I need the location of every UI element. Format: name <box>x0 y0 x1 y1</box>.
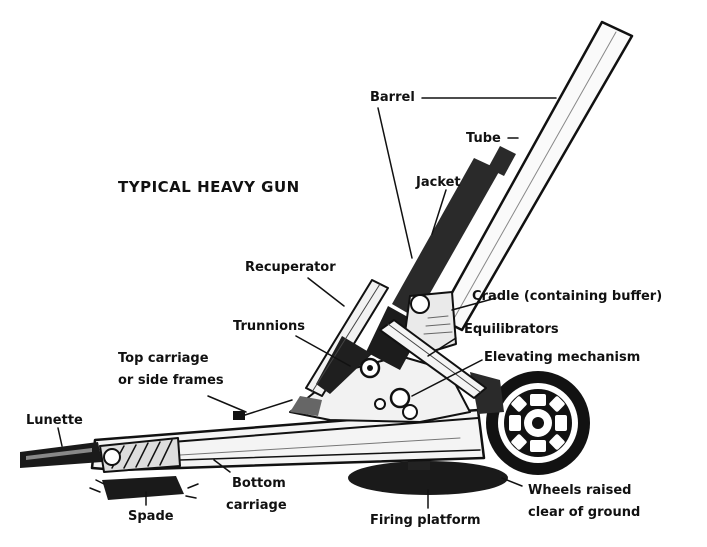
tube-highlight <box>451 31 617 323</box>
top-carriage-rod <box>244 399 293 416</box>
trunnion-center <box>367 365 373 371</box>
equilibrator-rod <box>387 323 481 393</box>
label-jacket: Jacket <box>416 175 461 190</box>
label-side-frames: or side frames <box>118 373 224 388</box>
label-tube: Tube <box>466 131 501 146</box>
label-recuperator: Recuperator <box>245 260 336 275</box>
jacket-shape <box>392 158 500 318</box>
label-barrel: Barrel <box>370 90 415 105</box>
top-carriage-block <box>233 411 245 420</box>
elevating-gear-a <box>389 387 411 409</box>
lunette-highlight <box>26 448 92 460</box>
label-wheels-raised: Wheels raised <box>528 483 632 498</box>
label-firing-platform: Firing platform <box>370 513 481 528</box>
label-bottom: Bottom <box>232 476 286 491</box>
wheel-windows <box>509 394 567 452</box>
spade-marks <box>89 479 199 499</box>
trail-hatch <box>179 437 461 456</box>
diagram-title: TYPICAL HEAVY GUN <box>118 178 300 196</box>
firing-platform-shape <box>348 461 508 495</box>
label-clear-of-ground: clear of ground <box>528 505 641 520</box>
leader-lines <box>57 97 557 509</box>
label-top-carriage: Top carriage <box>118 351 209 366</box>
recuperator-fill <box>316 336 372 394</box>
wheel-hub-center <box>532 417 544 429</box>
elevating-gear-c <box>374 398 386 410</box>
cradle-texture <box>423 315 453 335</box>
elevating-gear-b <box>402 404 418 420</box>
top-carriage-front <box>290 396 322 416</box>
label-elevating-mechanism: Elevating mechanism <box>484 350 641 365</box>
label-equilibrators: Equilibrators <box>464 322 559 337</box>
label-lunette: Lunette <box>26 413 83 428</box>
label-trunnions: Trunnions <box>233 319 305 334</box>
recuperator-line <box>311 283 381 393</box>
label-carriage: carriage <box>226 498 287 513</box>
label-spade: Spade <box>128 509 174 524</box>
trail-handle-wheel <box>103 448 121 466</box>
equilibrator-shape <box>379 319 487 399</box>
label-cradle: Cradle (containing buffer) <box>472 289 663 304</box>
jacket-ring <box>488 146 516 176</box>
spade-shape <box>102 476 184 500</box>
cradle-wheel <box>410 294 430 314</box>
